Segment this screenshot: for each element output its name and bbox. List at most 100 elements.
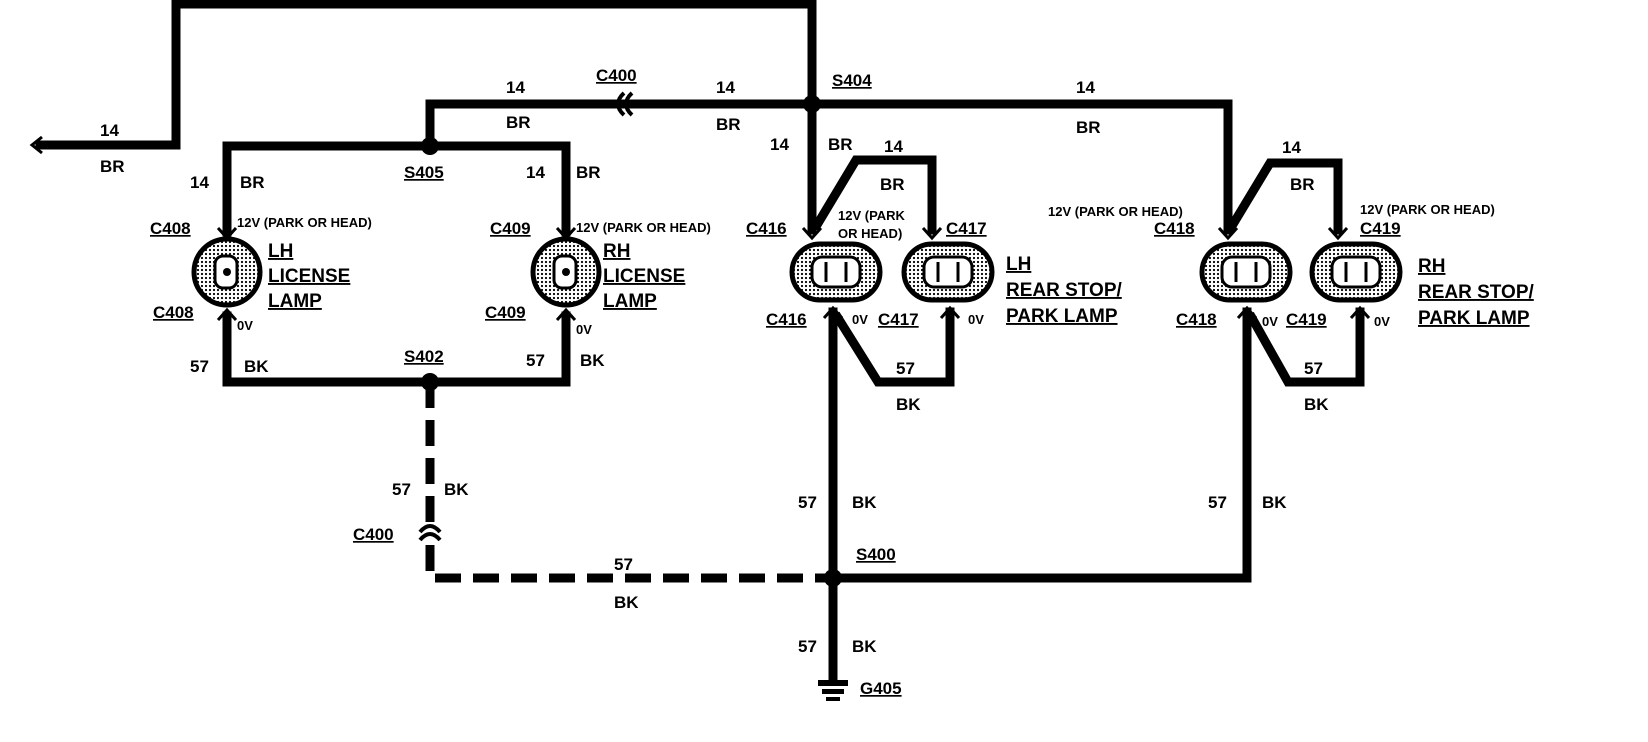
feed-wire-left (35, 0, 817, 150)
zero-volt-label: 0V (1374, 314, 1390, 329)
connector-c400-label: C400 (596, 66, 637, 85)
splice-s405-dot (421, 137, 439, 155)
wire-color-label: BR (576, 163, 601, 182)
wire-circuit-label: 57 (1208, 493, 1227, 512)
wire-color-label: BR (880, 175, 905, 194)
voltage-label: 12V (PARK (838, 208, 906, 223)
splice-s404-label: S404 (832, 71, 872, 90)
wire-color-label: BR (100, 157, 125, 176)
wire-circuit-label: 14 (100, 121, 119, 140)
wire-color-label: BR (506, 113, 531, 132)
connector-c408-label: C408 (150, 219, 191, 238)
component-ids: S404 S405 S402 S400 C400 C400 C408 C408 … (150, 66, 1401, 698)
voltage-label: OR HEAD) (838, 226, 902, 241)
rh-rear-lamp-left-icon (1199, 241, 1293, 303)
rh-license-bk-wire (425, 311, 571, 387)
rh-rear-lamp-label: RH (1418, 256, 1445, 277)
rh-rear-br-branch (1225, 158, 1343, 235)
connector-c419-label: C419 (1360, 219, 1401, 238)
voltage-label: 12V (PARK OR HEAD) (237, 215, 372, 230)
bk-dashed-wire-bottom (425, 545, 833, 583)
voltage-labels: 12V (PARK OR HEAD) 12V (PARK OR HEAD) 12… (237, 202, 1495, 337)
lh-license-br-wire (222, 141, 435, 237)
lh-license-bk-wire (222, 311, 435, 387)
wire-color-label: BK (444, 480, 469, 499)
rh-license-lamp-label: RH (603, 241, 630, 262)
voltage-label: 12V (PARK OR HEAD) (1360, 202, 1495, 217)
rh-rear-lamp-right-icon (1309, 241, 1403, 303)
wire-color-label: BK (896, 395, 921, 414)
lh-rear-br-branch (810, 155, 937, 235)
wire-color-label: BK (1304, 395, 1329, 414)
wire-circuit-label: 14 (884, 137, 903, 156)
rh-rear-bk-branch (1245, 307, 1365, 387)
splice-s402-label: S402 (404, 347, 444, 366)
wire-circuit-label: 14 (526, 163, 545, 182)
voltage-label: 12V (PARK OR HEAD) (576, 220, 711, 235)
splices (421, 95, 842, 587)
wire-circuit-label: 14 (506, 78, 525, 97)
lh-rear-lamp-label: PARK LAMP (1006, 306, 1118, 327)
lh-license-lamp-label: LH (268, 241, 293, 262)
wire-circuit-label: 14 (1282, 138, 1301, 157)
rh-license-lamp-icon (530, 236, 602, 308)
wire-color-label: BR (1290, 175, 1315, 194)
lh-license-lamp-icon (191, 236, 263, 308)
connector-c416-label: C416 (746, 219, 787, 238)
lh-rear-lamp-label: LH (1006, 254, 1031, 275)
wire-color-label: BR (716, 115, 741, 134)
br-bus-wire (425, 99, 1233, 235)
ground-g405-label: G405 (860, 679, 902, 698)
lamp-labels: LH LICENSE LAMP RH LICENSE LAMP LH REAR … (268, 241, 1535, 329)
splice-s402-dot (421, 373, 439, 391)
zero-volt-label: 0V (1262, 314, 1278, 329)
rh-rear-lamp-label: REAR STOP/ (1418, 282, 1535, 303)
splice-s404-dot (803, 95, 821, 113)
c400-bottom-connector-icon (418, 524, 442, 542)
wire-circuit-label: 57 (1304, 359, 1323, 378)
zero-volt-label: 0V (237, 318, 253, 333)
connector-c417-label: C417 (946, 219, 987, 238)
c400-inline-connector-icon (616, 91, 634, 117)
connector-c400-label: C400 (353, 525, 394, 544)
rh-rear-bk-wire (828, 307, 1252, 583)
wire-color-label: BK (852, 493, 877, 512)
splice-s400-label: S400 (856, 545, 896, 564)
splice-s400-dot (824, 569, 842, 587)
zero-volt-label: 0V (852, 312, 868, 327)
splice-s405-label: S405 (404, 163, 444, 182)
wire-color-label: BR (828, 135, 853, 154)
wire-circuit-label: 57 (392, 480, 411, 499)
lh-rear-lamp-label: REAR STOP/ (1006, 280, 1123, 301)
wire-circuit-label: 14 (716, 78, 735, 97)
connector-c416-label: C416 (766, 310, 807, 329)
wire-color-label: BK (614, 593, 639, 612)
connector-c409-label: C409 (485, 303, 526, 322)
wire-circuit-label: 57 (798, 637, 817, 656)
lh-license-lamp-label: LICENSE (268, 266, 350, 287)
wire-color-label: BK (1262, 493, 1287, 512)
rh-license-lamp-label: LICENSE (603, 266, 685, 287)
rh-rear-lamp-label: PARK LAMP (1418, 308, 1530, 329)
wires (35, 0, 1365, 685)
connector-c408-label: C408 (153, 303, 194, 322)
feed-arrow-icon (29, 135, 43, 155)
wire-color-label: BK (244, 357, 269, 376)
wire-circuit-label: 14 (190, 173, 209, 192)
wire-circuit-label: 57 (614, 555, 633, 574)
lh-rear-lamp-right-icon (901, 241, 995, 303)
wire-color-label: BK (580, 351, 605, 370)
connector-c418-label: C418 (1176, 310, 1217, 329)
voltage-label: 12V (PARK OR HEAD) (1048, 204, 1183, 219)
lh-license-lamp-label: LAMP (268, 291, 322, 312)
connector-c409-label: C409 (490, 219, 531, 238)
rh-license-br-wire (425, 141, 571, 237)
wire-circuit-label: 14 (1076, 78, 1095, 97)
rh-license-lamp-label: LAMP (603, 291, 657, 312)
wire-color-label: BK (852, 637, 877, 656)
connector-c417-label: C417 (878, 310, 919, 329)
wire-circuit-label: 57 (526, 351, 545, 370)
lh-rear-lamp-left-icon (789, 241, 883, 303)
ground-icon (818, 680, 848, 701)
